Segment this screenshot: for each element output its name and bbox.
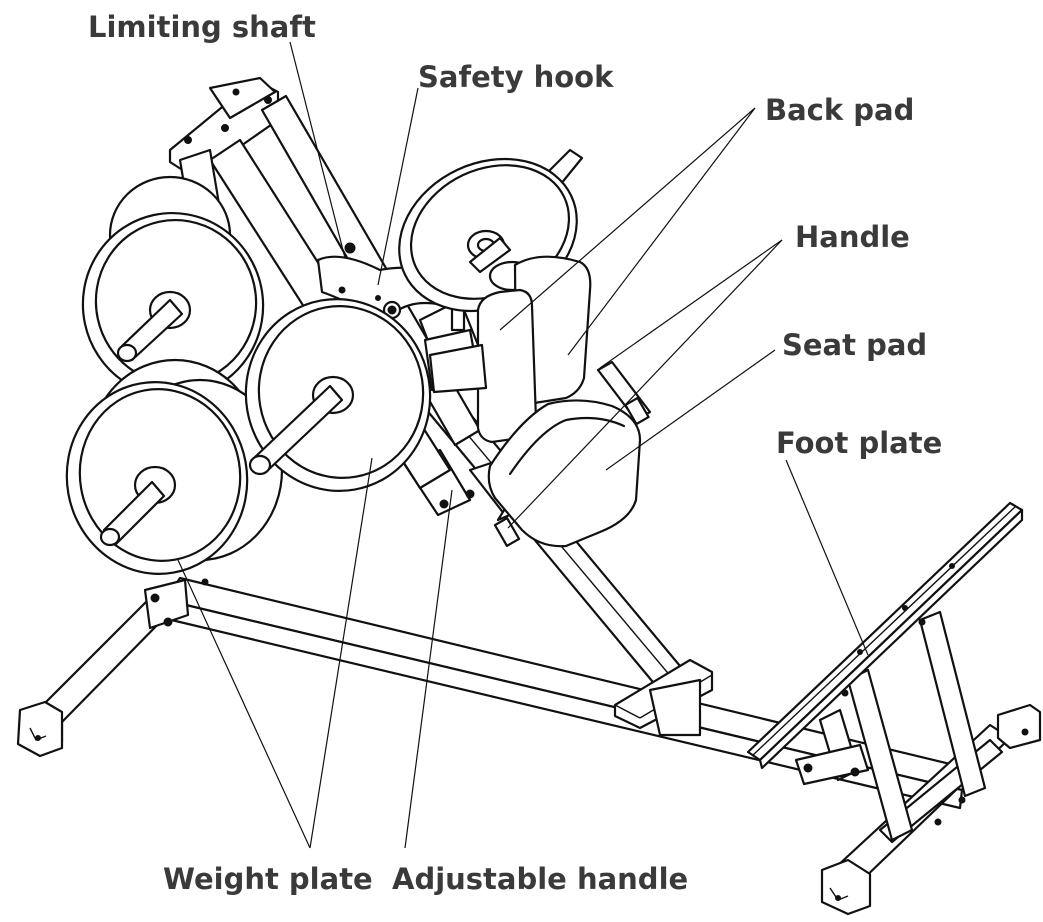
leader-handle-1 (599, 239, 783, 369)
label-foot-plate: Foot plate (776, 426, 943, 460)
label-safety-hook: Safety hook (418, 60, 614, 94)
leader-foot-plate (785, 459, 869, 656)
leader-seat-pad (605, 349, 776, 471)
seat-pad (487, 399, 642, 548)
weight-plates-left (65, 175, 432, 575)
leader-handle-2 (507, 239, 783, 529)
label-adjustable-handle: Adjustable handle (392, 862, 689, 896)
label-limiting-shaft: Limiting shaft (88, 10, 316, 44)
leader-adjustable-handle (404, 489, 453, 849)
leader-safety-hook (377, 87, 419, 286)
label-handle: Handle (795, 220, 910, 254)
leader-lines (177, 41, 869, 849)
leader-back-pad-1 (499, 107, 756, 331)
foot-plate-assembly (746, 501, 1024, 842)
leader-weight-plate-2 (309, 457, 373, 849)
leader-limiting-shaft (289, 41, 346, 259)
label-seat-pad: Seat pad (782, 328, 928, 362)
leader-weight-plate-1 (177, 559, 311, 849)
label-weight-plate: Weight plate (163, 862, 373, 896)
label-back-pad: Back pad (765, 93, 915, 127)
leader-back-pad-2 (567, 107, 756, 356)
